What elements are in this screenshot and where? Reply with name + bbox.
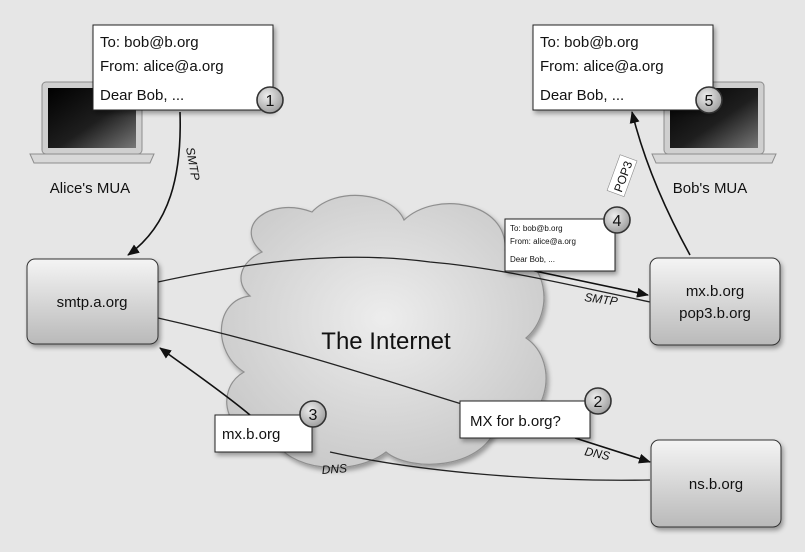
- arrow-mx-to-bob: [629, 111, 691, 256]
- svg-text:5: 5: [705, 93, 714, 110]
- protocol-pop3-label: POP3: [611, 159, 635, 194]
- ns-b-label: ns.b.org: [689, 476, 743, 493]
- relay-email-to: To: bob@b.org: [510, 224, 563, 233]
- bob-email-to: To: bob@b.org: [540, 34, 639, 51]
- bob-email-from: From: alice@a.org: [540, 58, 664, 75]
- arrow-query-to-ns: [574, 437, 651, 464]
- relay-email-note: To: bob@b.org From: alice@a.org Dear Bob…: [504, 218, 616, 272]
- arrow-alice-to-smtp: [127, 111, 182, 256]
- arrow-relay-to-mx: [529, 269, 649, 298]
- protocol-smtp-label-1: SMTP: [183, 146, 203, 181]
- smtp-a-server: smtp.a.org: [26, 258, 159, 345]
- arrow-answer-to-smtp: [159, 347, 251, 416]
- link-dns-return: [329, 451, 651, 481]
- alice-email-to: To: bob@b.org: [100, 34, 199, 51]
- mx-b-server: mx.b.org pop3.b.org: [649, 257, 781, 346]
- dns-query-note: MX for b.org?: [459, 400, 591, 439]
- bob-email-note: To: bob@b.org From: alice@a.org Dear Bob…: [532, 24, 714, 111]
- internet-label: The Internet: [321, 328, 451, 355]
- mx-b-label-2: pop3.b.org: [679, 305, 751, 322]
- step-5-badge: 5: [695, 86, 723, 114]
- step-3-badge: 3: [299, 400, 327, 428]
- mx-b-label-1: mx.b.org: [686, 283, 744, 300]
- link-smtp-to-mx: [157, 256, 651, 303]
- svg-text:3: 3: [309, 407, 318, 424]
- relay-email-body: Dear Bob, ...: [510, 255, 555, 264]
- dns-query-text: MX for b.org?: [470, 413, 561, 430]
- dns-answer-note: mx.b.org: [214, 414, 313, 453]
- protocol-smtp-label-2: SMTP: [584, 290, 619, 309]
- step-2-badge: 2: [584, 387, 612, 415]
- pop3-tag: POP3: [606, 154, 638, 197]
- svg-text:2: 2: [594, 394, 603, 411]
- alice-mua-label: Alice's MUA: [50, 180, 130, 197]
- bob-mua-label: Bob's MUA: [673, 180, 748, 197]
- smtp-a-label: smtp.a.org: [57, 294, 128, 311]
- alice-email-from: From: alice@a.org: [100, 58, 224, 75]
- svg-text:1: 1: [266, 93, 275, 110]
- alice-email-body: Dear Bob, ...: [100, 87, 184, 104]
- link-smtp-to-ns: [157, 317, 466, 406]
- protocol-dns-label-2: DNS: [321, 461, 347, 477]
- ns-b-server: ns.b.org: [650, 439, 782, 528]
- step-1-badge: 1: [256, 86, 284, 114]
- step-4-badge: 4: [603, 206, 631, 234]
- svg-text:4: 4: [613, 213, 622, 230]
- protocol-dns-label-1: DNS: [583, 444, 611, 463]
- dns-answer-text: mx.b.org: [222, 426, 280, 443]
- bob-email-body: Dear Bob, ...: [540, 87, 624, 104]
- alice-email-note: To: bob@b.org From: alice@a.org Dear Bob…: [92, 24, 274, 111]
- relay-email-from: From: alice@a.org: [510, 237, 576, 246]
